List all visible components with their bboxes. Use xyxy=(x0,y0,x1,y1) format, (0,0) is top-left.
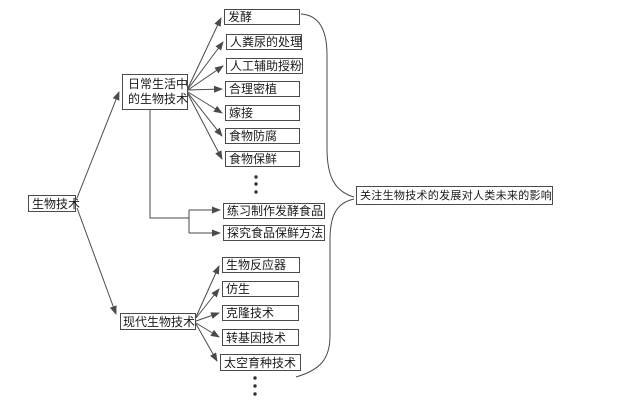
ellipsis-dots-modern xyxy=(253,376,257,396)
node-cloning-technology: 克隆技术 xyxy=(222,305,299,321)
node-daily-life-line2: 的生物技术 xyxy=(128,92,189,106)
node-explore-preservation-methods: 探究食品保鲜方法 xyxy=(223,225,325,241)
brace-top-half xyxy=(300,13,355,198)
node-transgenic-technology: 转基因技术 xyxy=(222,329,299,346)
edge-root-to-modern xyxy=(76,207,117,315)
edges-daily-activities xyxy=(149,110,221,237)
node-conclusion: 关注生物技术的发展对人类未来的影响 xyxy=(356,186,553,205)
node-daily-life-line1: 日常生活中 xyxy=(128,77,189,91)
node-space-breeding-technology: 太空育种技术 xyxy=(220,354,301,371)
node-fermentation: 发酵 xyxy=(224,9,300,25)
node-food-antisepsis: 食物防腐 xyxy=(225,128,300,144)
ellipsis-dots-daily xyxy=(254,175,258,194)
node-bionics: 仿生 xyxy=(222,281,299,297)
node-rational-dense-planting: 合理密植 xyxy=(225,81,300,97)
node-biotechnology-root: 生物技术 xyxy=(28,195,80,212)
node-modern-biotech: 现代生物技术 xyxy=(120,313,196,330)
node-grafting: 嫁接 xyxy=(225,105,300,121)
edge-root-to-daily xyxy=(76,91,120,199)
grouping-brace xyxy=(295,13,355,378)
node-artificial-assisted-pollination: 人工辅助授粉 xyxy=(226,58,303,74)
node-daily-life-biotech: 日常生活中 的生物技术 xyxy=(122,74,188,110)
brace-bottom-half xyxy=(295,198,355,378)
edges-modern-fan xyxy=(195,265,220,362)
node-practice-fermented-food: 练习制作发酵食品 xyxy=(223,203,325,219)
node-bioreactor: 生物反应器 xyxy=(222,257,300,273)
edges-daily-fan xyxy=(187,17,224,160)
node-human-waste-treatment: 人粪尿的处理 xyxy=(226,34,302,50)
node-food-freshness-keeping: 食物保鲜 xyxy=(225,151,300,167)
